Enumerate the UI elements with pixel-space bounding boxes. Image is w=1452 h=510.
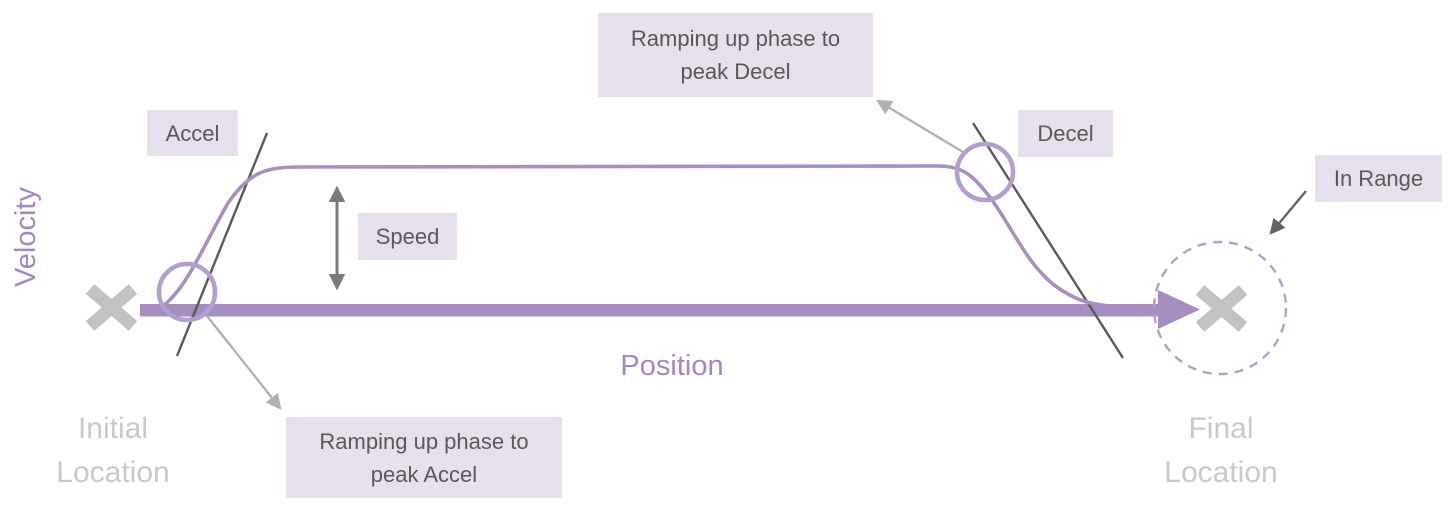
in-range-circle: [1152, 240, 1288, 376]
decel-highlight-circle: [954, 141, 1016, 203]
speed-badge: Speed: [358, 213, 457, 260]
ramp-accel-pointer-arrow: [206, 315, 282, 410]
ramp-decel-badge: Ramping up phase to peak Decel: [598, 13, 873, 97]
accel-badge: Accel: [147, 110, 238, 156]
y-axis-label: Velocity: [10, 187, 42, 287]
in-range-pointer-arrow: [1269, 190, 1307, 235]
ramp-accel-badge: Ramping up phase to peak Accel: [286, 417, 562, 498]
ramp-decel-pointer-arrow: [875, 99, 964, 154]
accel-highlight-circle: [156, 261, 218, 323]
final-location-label: Final Location: [1164, 412, 1278, 489]
initial-x-icon: [85, 284, 138, 331]
decel-badge: Decel: [1018, 110, 1113, 157]
accel-tangent-line: [175, 132, 269, 357]
initial-location-label: Initial Location: [56, 412, 170, 489]
x-axis-label: Position: [620, 350, 724, 382]
velocity-curve: [149, 164, 1130, 314]
in-range-badge: In Range: [1315, 155, 1442, 202]
final-x-icon: [1195, 285, 1248, 332]
decel-tangent-line: [971, 122, 1125, 359]
position-arrow: [140, 290, 1200, 329]
